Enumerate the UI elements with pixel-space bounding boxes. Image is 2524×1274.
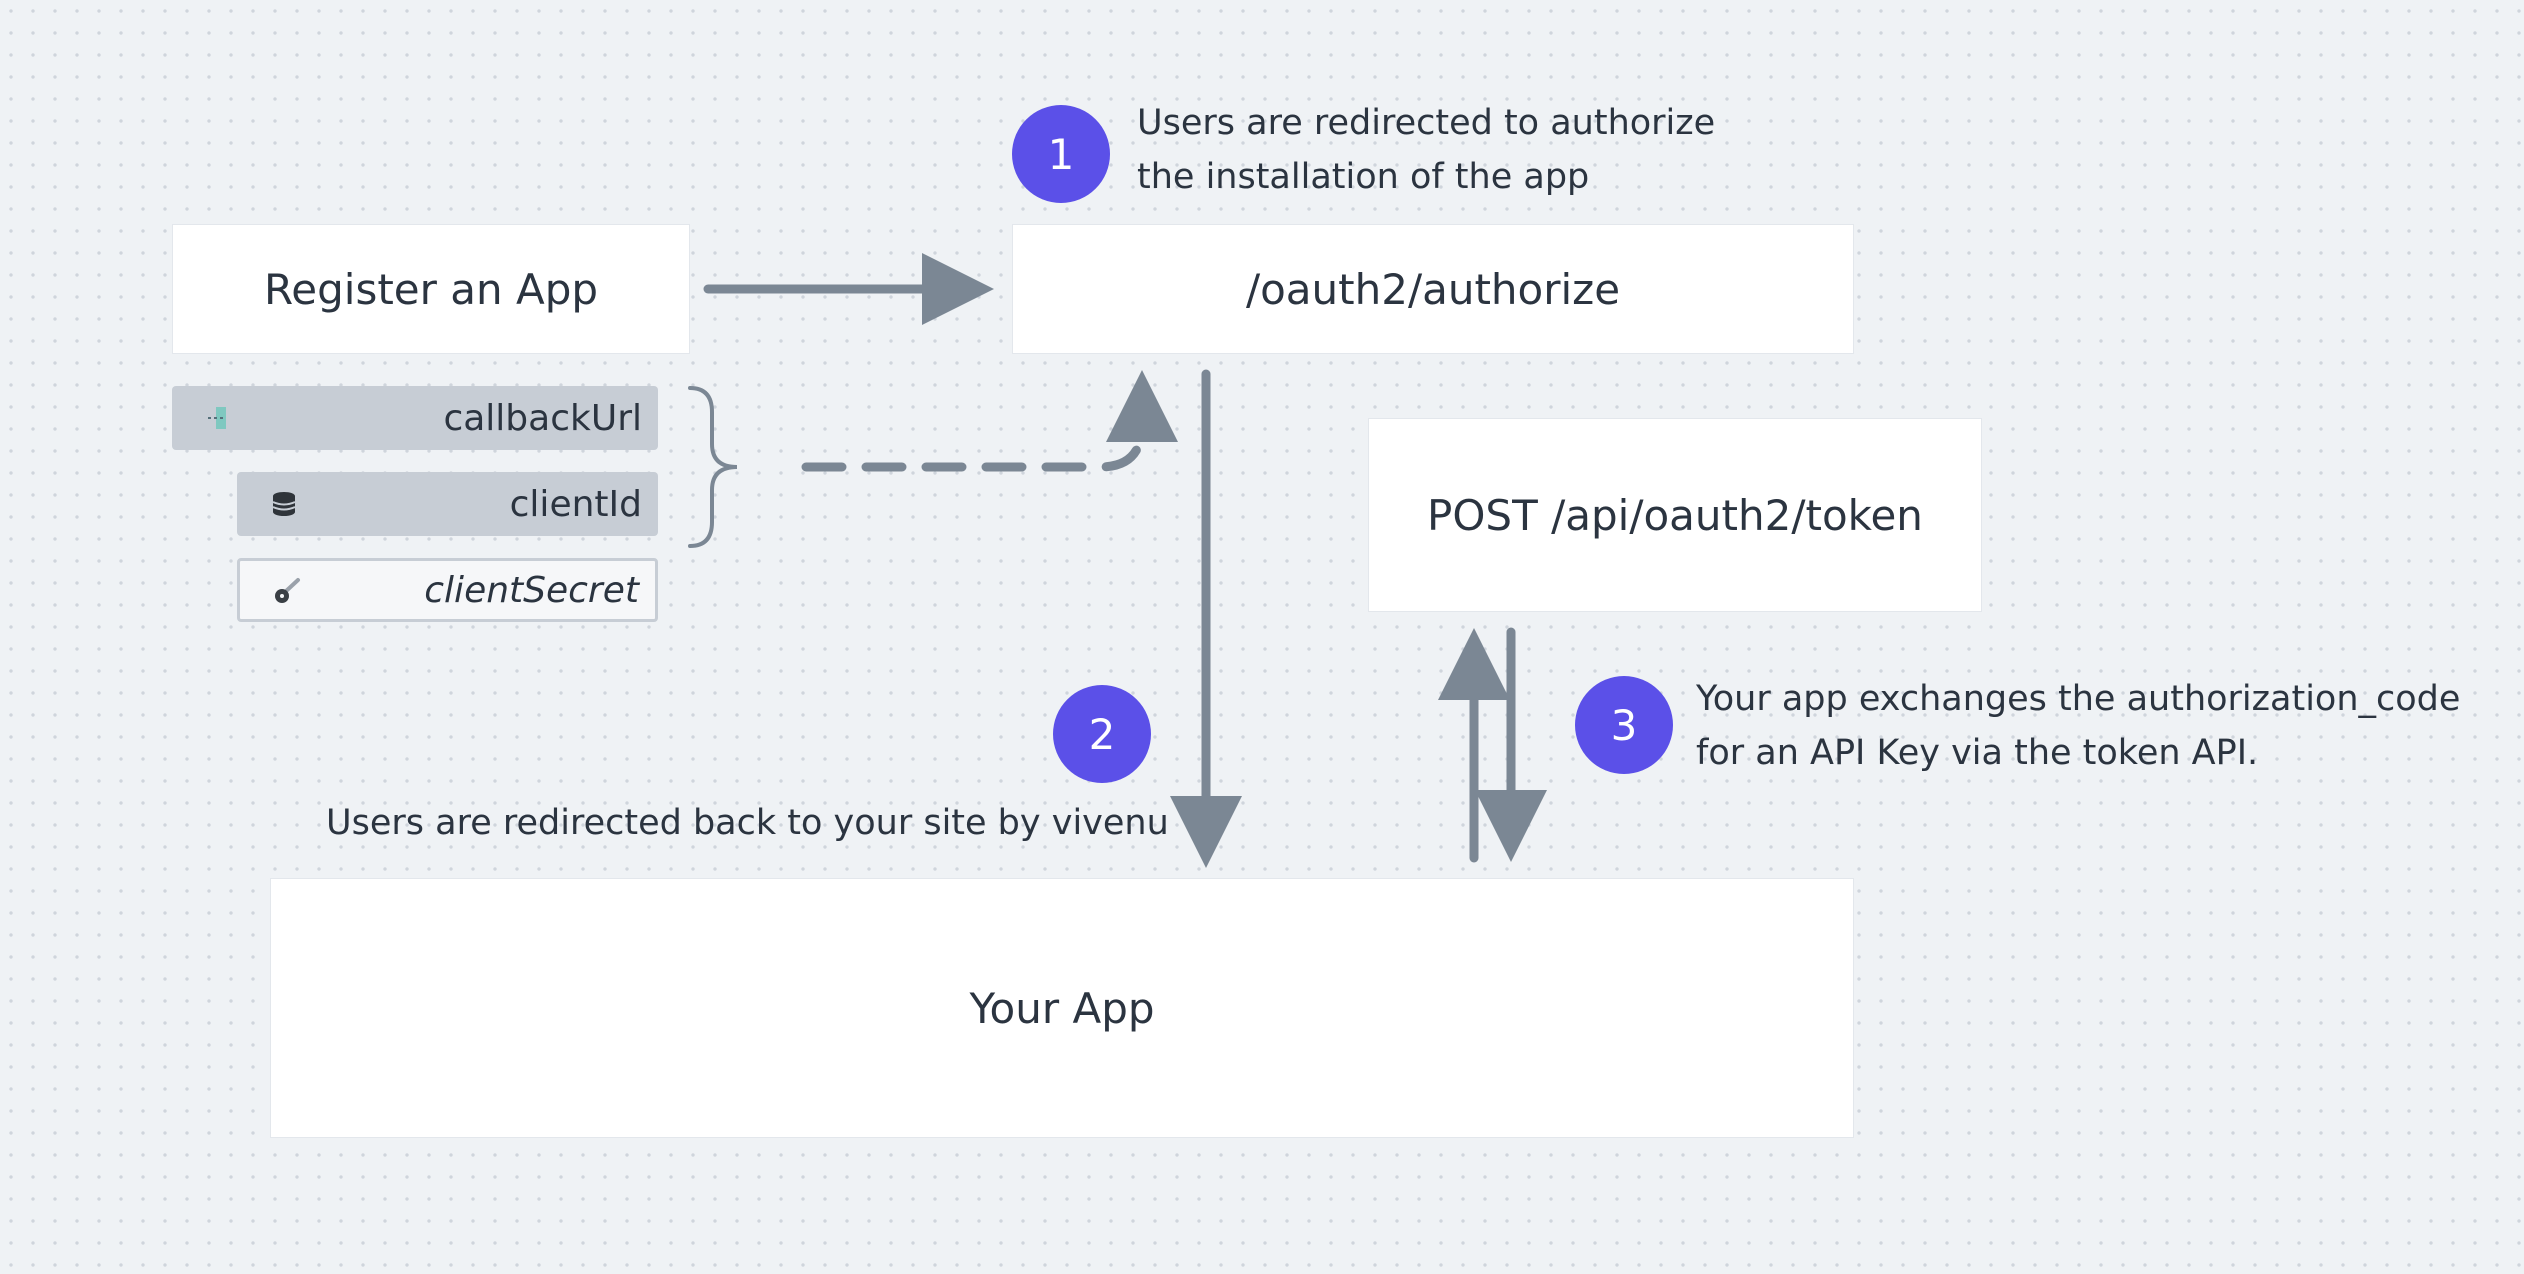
register-app-label: Register an App [263, 264, 599, 314]
step-3-number: 3 [1610, 700, 1638, 750]
authorize-endpoint-label: /oauth2/authorize [1245, 264, 1621, 314]
authorize-endpoint-box: /oauth2/authorize [1012, 224, 1854, 354]
step-1-badge: 1 [1012, 105, 1110, 203]
client-secret-field: clientSecret [237, 558, 658, 622]
step-2-description: Users are redirected back to your site b… [326, 796, 1169, 850]
step-2-badge: 2 [1053, 685, 1151, 783]
client-id-label: clientId [509, 483, 642, 525]
token-endpoint-box: POST /api/oauth2/token [1368, 418, 1982, 612]
step-1-description: Users are redirected to authorize the in… [1137, 96, 1715, 204]
step-3-badge: 3 [1575, 676, 1673, 774]
credentials-brace [688, 386, 738, 548]
your-app-label: Your App [969, 983, 1155, 1033]
step-2-number: 2 [1088, 709, 1116, 759]
key-icon [272, 575, 302, 605]
callback-url-label: callbackUrl [443, 397, 642, 439]
step-3-line-1: Your app exchanges the authorization_cod… [1696, 679, 2461, 719]
register-app-box: Register an App [172, 224, 690, 354]
step-1-number: 1 [1047, 129, 1075, 179]
step-1-line-2: the installation of the app [1137, 157, 1590, 197]
token-endpoint-label: POST /api/oauth2/token [1427, 490, 1923, 540]
your-app-box: Your App [270, 878, 1854, 1138]
link-icon [204, 403, 234, 433]
step-2-line-1: Users are redirected back to your site b… [326, 803, 1169, 843]
arrow-credentials-to-authorize [801, 370, 1178, 472]
client-secret-label: clientSecret [424, 569, 639, 611]
step-1-line-1: Users are redirected to authorize [1137, 103, 1716, 143]
database-icon [269, 489, 299, 519]
step-3-description: Your app exchanges the authorization_cod… [1696, 672, 2460, 780]
client-id-field: clientId [237, 472, 658, 536]
callback-url-field: callbackUrl [172, 386, 658, 450]
step-3-line-2: for an API Key via the token API. [1696, 733, 2259, 773]
